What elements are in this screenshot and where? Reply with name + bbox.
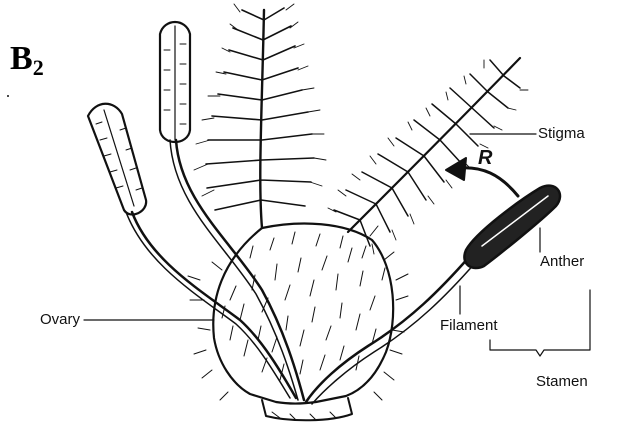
stamen-bracket (490, 290, 590, 356)
label-anther: Anther (540, 254, 584, 269)
label-stigma: Stigma (538, 126, 585, 141)
ovary-body (213, 224, 393, 404)
label-filament: Filament (440, 318, 498, 333)
arrow-r-head (446, 158, 466, 180)
ovary-hairs (198, 226, 408, 380)
label-arrow-r: R (478, 148, 492, 168)
label-ovary: Ovary (40, 312, 80, 327)
left-anther (88, 104, 146, 215)
center-stigma (194, 4, 326, 228)
middle-anther (160, 22, 190, 142)
stray-dot (7, 95, 9, 97)
arrow-r (458, 168, 518, 196)
label-stamen: Stamen (536, 374, 588, 389)
